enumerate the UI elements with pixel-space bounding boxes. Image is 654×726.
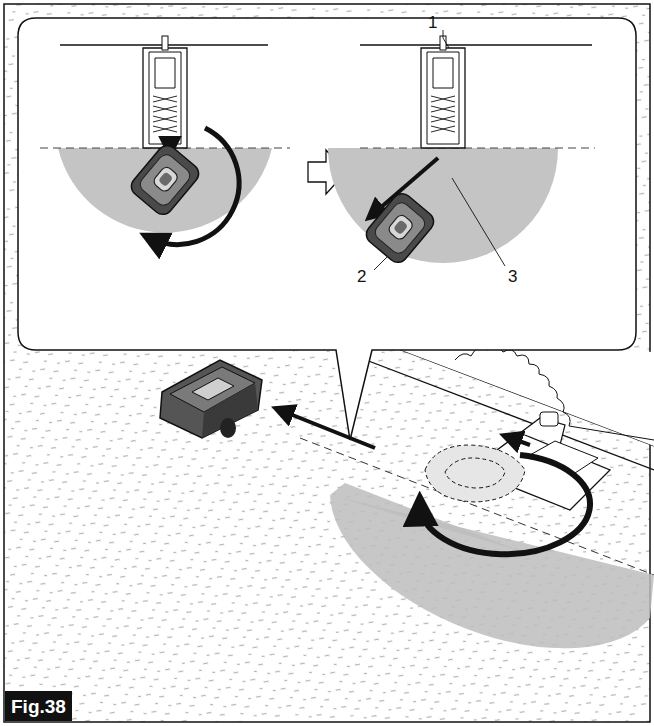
callout-number: 1 [428, 14, 437, 31]
figure-caption: Fig.38 [5, 691, 72, 721]
callout-number: 2 [357, 268, 366, 285]
callout-number: 3 [508, 268, 517, 285]
